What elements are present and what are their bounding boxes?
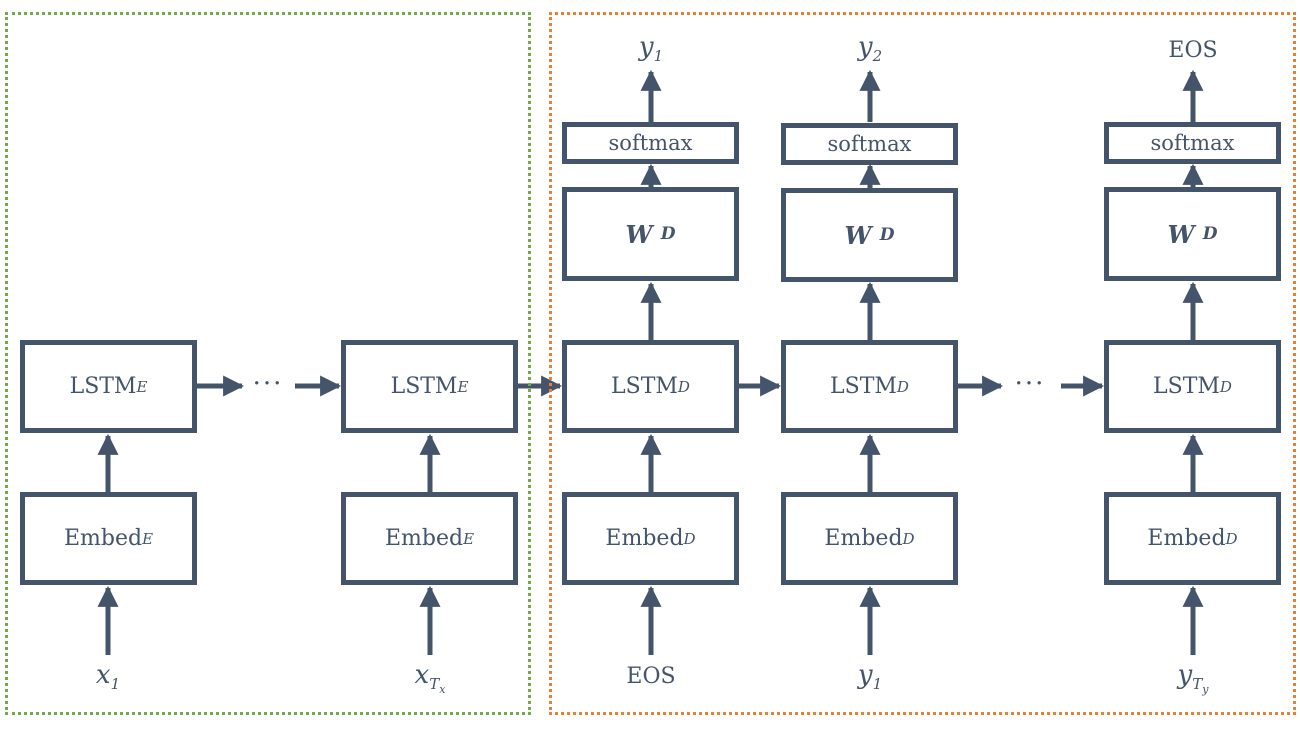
input-base: y — [857, 660, 873, 690]
decoder-embed-label: Embed — [824, 526, 903, 551]
encoder-input-label: xTx — [415, 660, 446, 696]
wd-base: W — [844, 220, 872, 250]
input-base: x — [414, 660, 430, 690]
decoder-lstm-label: LSTM — [611, 374, 678, 399]
encoder-lstm-sub: E — [457, 377, 469, 396]
encoder-embed-sub: E — [142, 529, 154, 548]
output-weight-box: W D — [1104, 187, 1281, 281]
input-subsub: y — [1202, 683, 1209, 696]
decoder-output-label: y2 — [858, 32, 882, 65]
decoder-lstm-sub: D — [677, 377, 690, 396]
input-base: EOS — [626, 664, 676, 689]
decoder-lstm-sub: D — [896, 377, 909, 396]
decoder-embed-label: Embed — [605, 526, 684, 551]
encoder-embed-label: Embed — [384, 526, 464, 551]
decoder-lstm-label: LSTM — [830, 374, 897, 399]
output-base: y — [638, 32, 654, 62]
decoder-ellipsis: ··· — [1014, 369, 1046, 399]
input-sub: 1 — [110, 675, 121, 693]
encoder-region — [5, 12, 531, 715]
output-base: EOS — [1168, 38, 1218, 63]
wd-sub: D — [1202, 224, 1218, 244]
output-weight-box: W D — [562, 187, 739, 281]
decoder-embed-sub: D — [683, 529, 696, 548]
encoder-embed-label: Embed — [63, 526, 143, 551]
output-base: y — [857, 32, 873, 62]
encoder-lstm-sub: E — [136, 377, 148, 396]
softmax-box: softmax — [562, 122, 739, 164]
input-base: x — [95, 660, 111, 690]
decoder-region — [549, 12, 1296, 715]
decoder-embed-label: Embed — [1147, 526, 1226, 551]
output-weight-box: W D — [781, 188, 958, 282]
decoder-embed-sub: D — [1225, 529, 1238, 548]
decoder-input-label: yTy — [1178, 660, 1209, 696]
decoder-output-label: EOS — [1168, 38, 1217, 63]
decoder-lstm-label: LSTM — [1153, 374, 1220, 399]
wd-base: W — [625, 219, 653, 249]
decoder-embed-sub: D — [902, 529, 915, 548]
decoder-output-label: y1 — [639, 32, 663, 65]
output-sub: 2 — [872, 47, 883, 65]
wd-sub: D — [660, 224, 676, 244]
input-sub: 1 — [872, 675, 883, 693]
encoder-lstm-label: LSTM — [390, 374, 458, 399]
decoder-input-label: EOS — [626, 664, 675, 689]
input-sub: T — [1192, 675, 1203, 693]
softmax-box: softmax — [1104, 122, 1281, 164]
decoder-lstm-sub: D — [1219, 377, 1232, 396]
decoder-input-label: y1 — [858, 660, 882, 693]
encoder-input-label: x1 — [96, 660, 120, 693]
encoder-lstm-label: LSTM — [69, 374, 137, 399]
encoder-ellipsis: ··· — [252, 369, 284, 399]
encoder-embed-sub: E — [463, 529, 475, 548]
wd-sub: D — [879, 225, 895, 245]
input-base: y — [1177, 660, 1193, 690]
input-subsub: x — [439, 683, 446, 696]
wd-base: W — [1167, 219, 1195, 249]
input-sub: T — [429, 675, 440, 693]
softmax-box: softmax — [781, 123, 958, 165]
output-sub: 1 — [653, 47, 664, 65]
